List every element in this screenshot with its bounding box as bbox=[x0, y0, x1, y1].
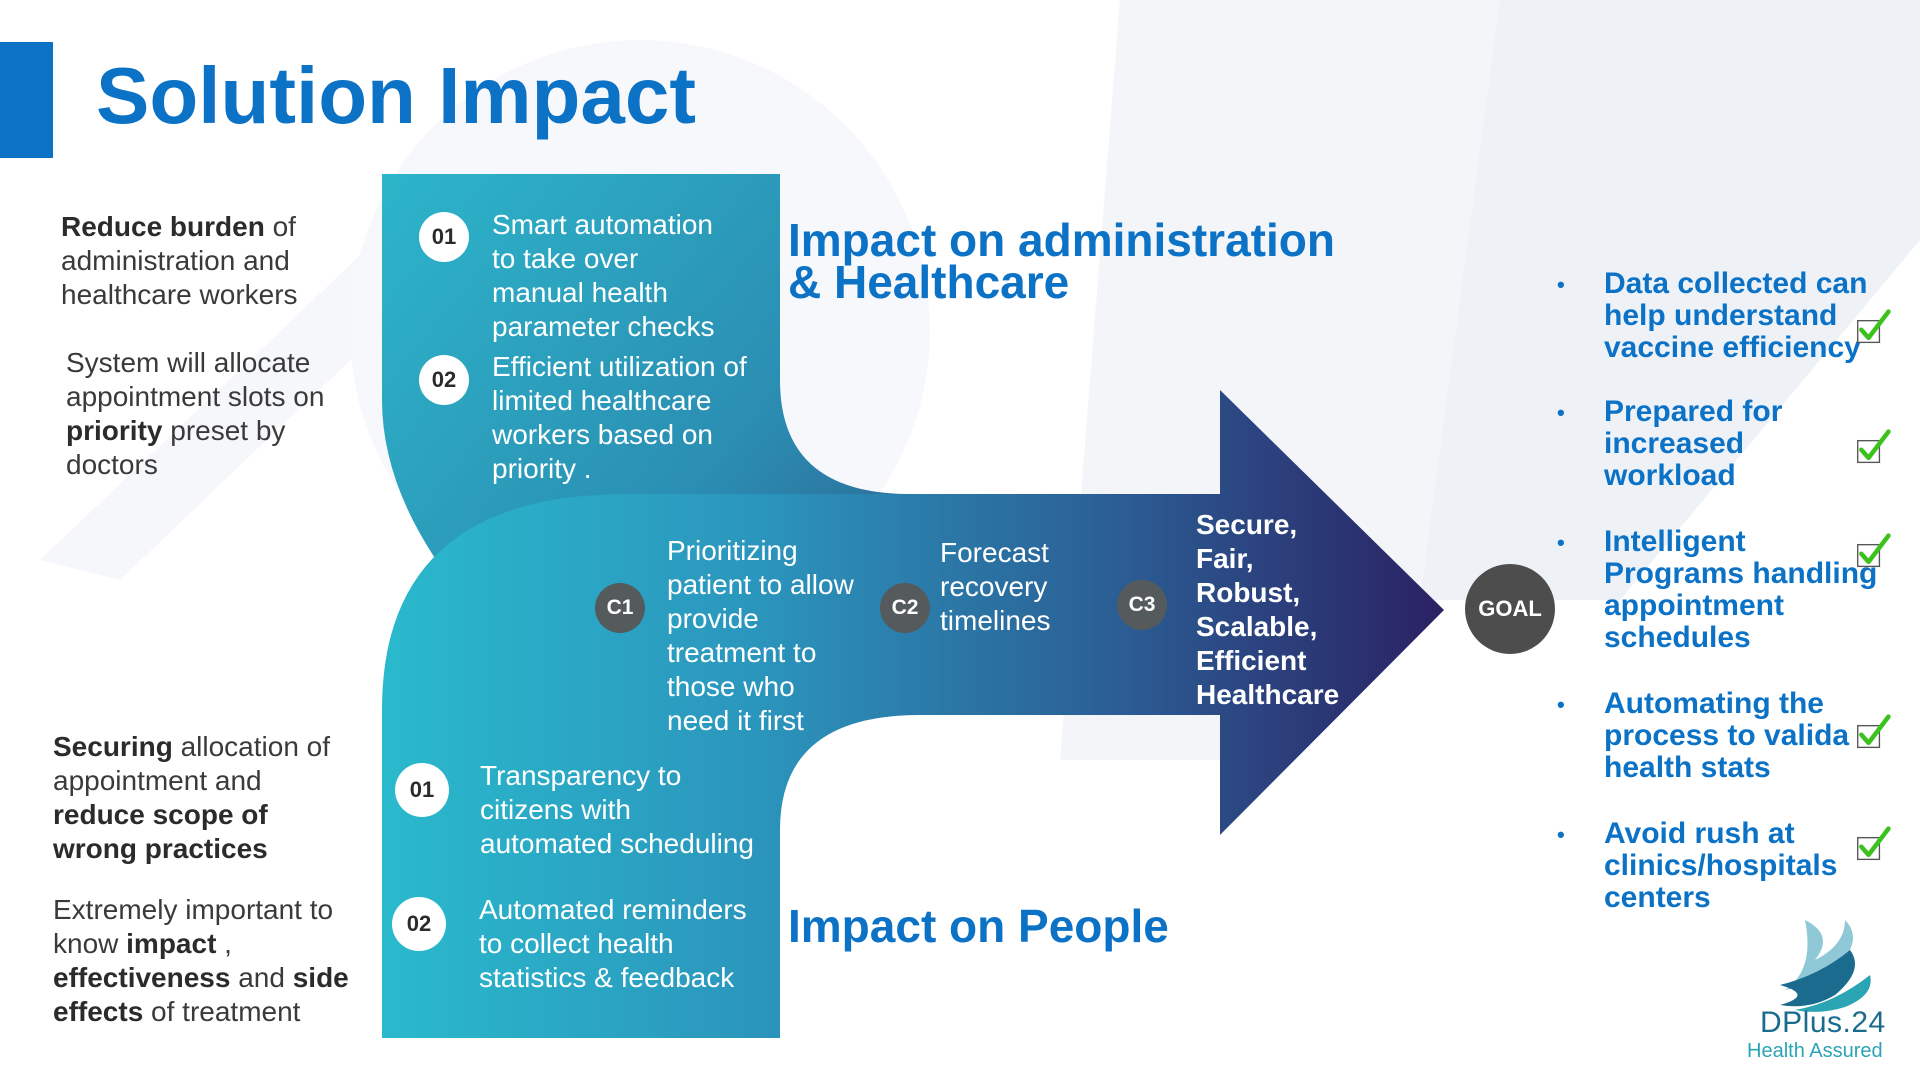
people-item-2-badge: 02 bbox=[392, 897, 446, 951]
main-arrow bbox=[382, 390, 1444, 1038]
admin-item-2-text: Efficient utilization of limited healthc… bbox=[492, 351, 747, 484]
admin-item-2-badge: 02 bbox=[419, 355, 469, 405]
admin-heading: Impact on administration & Healthcare bbox=[788, 214, 1335, 308]
priority-allocation-text: System will allocate appointment slots o… bbox=[66, 347, 325, 480]
people-item-1-text: Transparency to citizens with automated … bbox=[480, 760, 754, 859]
check-box-icon bbox=[1857, 533, 1891, 568]
page-title: Solution Impact bbox=[96, 51, 696, 140]
check-box-icon bbox=[1857, 309, 1891, 344]
goal-item-5: Avoid rush at clinics/hospitals centers bbox=[1604, 817, 1838, 914]
people-item-2-text: Automated reminders to collect health st… bbox=[479, 894, 747, 993]
c2-badge: C2 bbox=[880, 583, 930, 633]
reduce-burden-text: Reduce burden of administration and heal… bbox=[61, 211, 298, 310]
goal-item-3: Intelligent Programs handling appointmen… bbox=[1604, 525, 1878, 654]
goal-bullet: • bbox=[1557, 692, 1565, 717]
people-item-1-badge: 01 bbox=[395, 763, 449, 817]
admin-item-1-badge: 01 bbox=[419, 212, 469, 262]
goal-item-1: Data collected can help understand vacci… bbox=[1604, 267, 1868, 364]
goal-bullet: • bbox=[1557, 530, 1565, 555]
c1-text: Prioritizing patient to allow provide tr… bbox=[667, 535, 854, 736]
dplus-logo-icon bbox=[1780, 920, 1871, 1012]
c3-text: Secure, Fair, Robust, Scalable, Efficien… bbox=[1196, 509, 1340, 710]
goal-badge: GOAL bbox=[1465, 564, 1555, 654]
goal-item-4: Automating the process to valida health … bbox=[1604, 687, 1850, 784]
people-heading: Impact on People bbox=[788, 900, 1169, 952]
c1-badge: C1 bbox=[595, 583, 645, 633]
title-accent-bar bbox=[0, 42, 53, 158]
logo-tagline: Health Assured bbox=[1747, 1040, 1883, 1062]
goal-item-2: Prepared for increased workload bbox=[1604, 395, 1783, 492]
c3-badge: C3 bbox=[1117, 580, 1167, 630]
admin-item-1-text: Smart automation to take over manual hea… bbox=[492, 209, 715, 342]
c2-text: Forecast recovery timelines bbox=[940, 537, 1051, 636]
check-box-icon bbox=[1857, 429, 1891, 464]
goal-bullet: • bbox=[1557, 822, 1565, 847]
impact-importance-text: Extremely important to know impact , eff… bbox=[53, 894, 349, 1027]
goal-bullet: • bbox=[1557, 272, 1565, 297]
securing-allocation-text: Securing allocation of appointment and r… bbox=[53, 731, 331, 864]
check-box-icon bbox=[1857, 826, 1891, 861]
logo-name: DPlus.24 bbox=[1760, 1006, 1886, 1039]
check-box-icon bbox=[1857, 714, 1891, 749]
goal-bullet: • bbox=[1557, 400, 1565, 425]
